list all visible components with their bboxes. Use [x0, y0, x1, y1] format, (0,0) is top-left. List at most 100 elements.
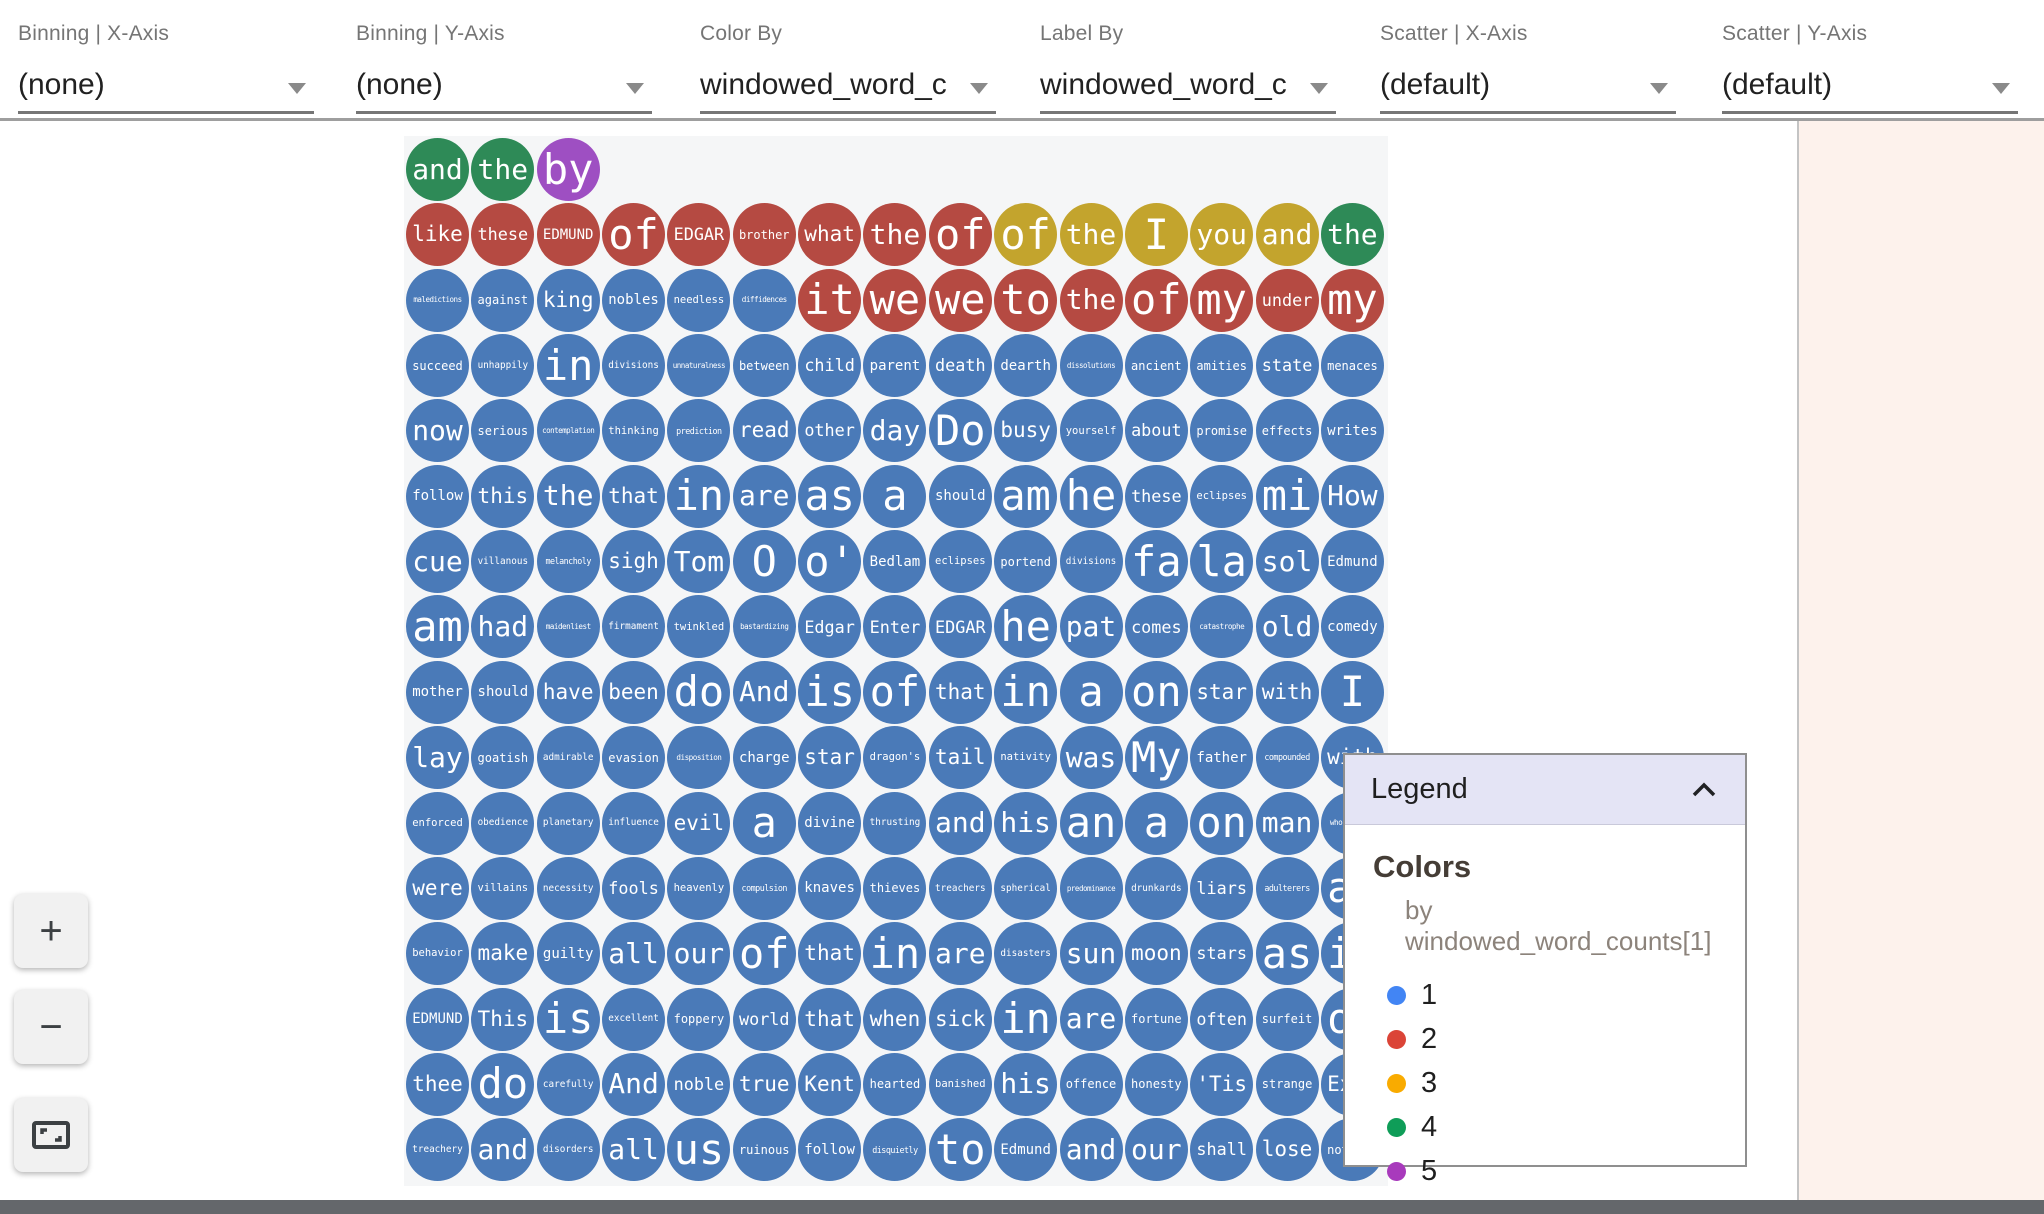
word-bubble[interactable]: menaces — [1320, 334, 1384, 398]
legend-entry[interactable]: 5 — [1387, 1149, 1745, 1193]
word-bubble[interactable]: Kent — [798, 1052, 862, 1116]
word-bubble[interactable]: this — [471, 464, 535, 528]
word-bubble[interactable]: between — [732, 334, 796, 398]
word-bubble[interactable]: nobles — [602, 268, 666, 332]
word-bubble[interactable]: divisions — [1059, 530, 1123, 594]
chevron-down-icon[interactable] — [1992, 83, 2010, 94]
word-bubble[interactable]: adulterers — [1255, 856, 1319, 920]
word-bubble[interactable]: surfeit — [1255, 987, 1319, 1051]
word-bubble[interactable]: goatish — [471, 726, 535, 790]
word-bubble[interactable]: evasion — [602, 726, 666, 790]
word-bubble[interactable]: compounded — [1255, 726, 1319, 790]
word-bubble[interactable]: and — [406, 138, 469, 201]
word-bubble[interactable]: nativity — [994, 726, 1058, 790]
word-bubble[interactable]: father — [1190, 726, 1254, 790]
dropdown-binning-y[interactable]: Binning | Y-Axis (none) — [356, 22, 652, 114]
word-bubble[interactable]: foppery — [667, 987, 731, 1051]
word-bubble[interactable]: are — [732, 464, 796, 528]
word-bubble[interactable]: eclipses — [1190, 464, 1254, 528]
word-bubble[interactable]: of — [1124, 268, 1188, 332]
word-bubble[interactable]: should — [928, 464, 992, 528]
word-bubble[interactable]: been — [602, 660, 666, 724]
word-bubble[interactable]: O — [732, 530, 796, 594]
word-bubble[interactable]: his — [994, 1052, 1058, 1116]
word-bubble[interactable]: we — [863, 268, 927, 332]
word-bubble[interactable]: these — [471, 203, 535, 267]
word-bubble[interactable]: disquietly — [863, 1118, 927, 1182]
word-bubble[interactable]: star — [1190, 660, 1254, 724]
word-bubble[interactable]: dearth — [994, 334, 1058, 398]
word-bubble[interactable]: star — [798, 726, 862, 790]
word-bubble[interactable]: now — [406, 399, 469, 463]
word-bubble[interactable]: and — [928, 791, 992, 855]
word-bubble[interactable]: and — [1255, 203, 1319, 267]
word-bubble[interactable]: of — [994, 203, 1058, 267]
word-bubble[interactable]: am — [994, 464, 1058, 528]
word-bubble[interactable]: comedy — [1320, 595, 1384, 659]
word-bubble[interactable]: How — [1320, 464, 1384, 528]
word-bubble[interactable]: is — [536, 987, 600, 1051]
word-bubble[interactable]: needless — [667, 268, 731, 332]
word-bubble[interactable]: our — [667, 922, 731, 986]
word-bubble[interactable]: to — [994, 268, 1058, 332]
word-bubble[interactable]: writes — [1320, 399, 1384, 463]
word-bubble[interactable]: old — [1255, 595, 1319, 659]
chevron-down-icon[interactable] — [970, 83, 988, 94]
word-bubble[interactable]: he — [994, 595, 1058, 659]
word-bubble[interactable]: busy — [994, 399, 1058, 463]
word-bubble[interactable]: on — [1124, 660, 1188, 724]
word-bubble[interactable]: an — [1059, 791, 1123, 855]
word-bubble[interactable]: us — [667, 1118, 731, 1182]
word-bubble[interactable]: twinkled — [667, 595, 731, 659]
word-bubble[interactable]: the — [1059, 268, 1123, 332]
word-bubble[interactable]: prediction — [667, 399, 731, 463]
word-bubble[interactable]: as — [798, 464, 862, 528]
word-bubble[interactable]: evil — [667, 791, 731, 855]
word-bubble[interactable]: ruinous — [732, 1118, 796, 1182]
word-bubble[interactable]: you — [1190, 203, 1254, 267]
word-bubble[interactable]: am — [406, 595, 469, 659]
word-bubble[interactable]: often — [1190, 987, 1254, 1051]
chevron-down-icon[interactable] — [1650, 83, 1668, 94]
word-bubble[interactable]: man — [1255, 791, 1319, 855]
word-bubble[interactable]: treachers — [928, 856, 992, 920]
word-bubble[interactable]: follow — [406, 464, 469, 528]
word-bubble[interactable]: should — [471, 660, 535, 724]
word-bubble[interactable]: yourself — [1059, 399, 1123, 463]
word-bubble[interactable]: heavenly — [667, 856, 731, 920]
word-bubble[interactable]: behavior — [406, 922, 469, 986]
word-bubble[interactable]: do — [667, 660, 731, 724]
word-bubble[interactable]: sol — [1255, 530, 1319, 594]
word-bubble[interactable]: the — [536, 464, 600, 528]
word-bubble[interactable]: Edmund — [1320, 530, 1384, 594]
word-bubble[interactable]: do — [471, 1052, 535, 1116]
word-bubble[interactable]: dragon's — [863, 726, 927, 790]
word-bubble[interactable]: the — [471, 138, 535, 201]
word-bubble[interactable]: with — [1255, 660, 1319, 724]
word-bubble[interactable]: in — [994, 660, 1058, 724]
word-bubble[interactable]: of — [863, 660, 927, 724]
word-bubble[interactable]: in — [536, 334, 600, 398]
word-bubble[interactable]: are — [1059, 987, 1123, 1051]
word-bubble[interactable]: liars — [1190, 856, 1254, 920]
chevron-down-icon[interactable] — [626, 83, 644, 94]
word-bubble[interactable]: and — [471, 1118, 535, 1182]
word-bubble[interactable]: contemplation — [536, 399, 600, 463]
word-bubble[interactable]: fa — [1124, 530, 1188, 594]
word-bubble[interactable]: like — [406, 203, 469, 267]
word-bubble[interactable]: a — [863, 464, 927, 528]
word-bubble[interactable]: a — [1124, 791, 1188, 855]
word-bubble[interactable]: disposition — [667, 726, 731, 790]
legend-entry[interactable]: 1 — [1387, 973, 1745, 1017]
word-bubble[interactable]: all — [602, 922, 666, 986]
word-bubble[interactable]: his — [994, 791, 1058, 855]
word-bubble[interactable]: mi — [1255, 464, 1319, 528]
dropdown-scatter-x[interactable]: Scatter | X-Axis (default) — [1380, 22, 1676, 114]
word-bubble[interactable]: la — [1190, 530, 1254, 594]
word-bubble[interactable]: by — [536, 138, 600, 201]
word-bubble[interactable]: catastrophe — [1190, 595, 1254, 659]
word-bubble[interactable]: EDGAR — [667, 203, 731, 267]
word-bubble[interactable]: in — [667, 464, 731, 528]
word-bubble[interactable]: serious — [471, 399, 535, 463]
word-bubble[interactable]: portend — [994, 530, 1058, 594]
